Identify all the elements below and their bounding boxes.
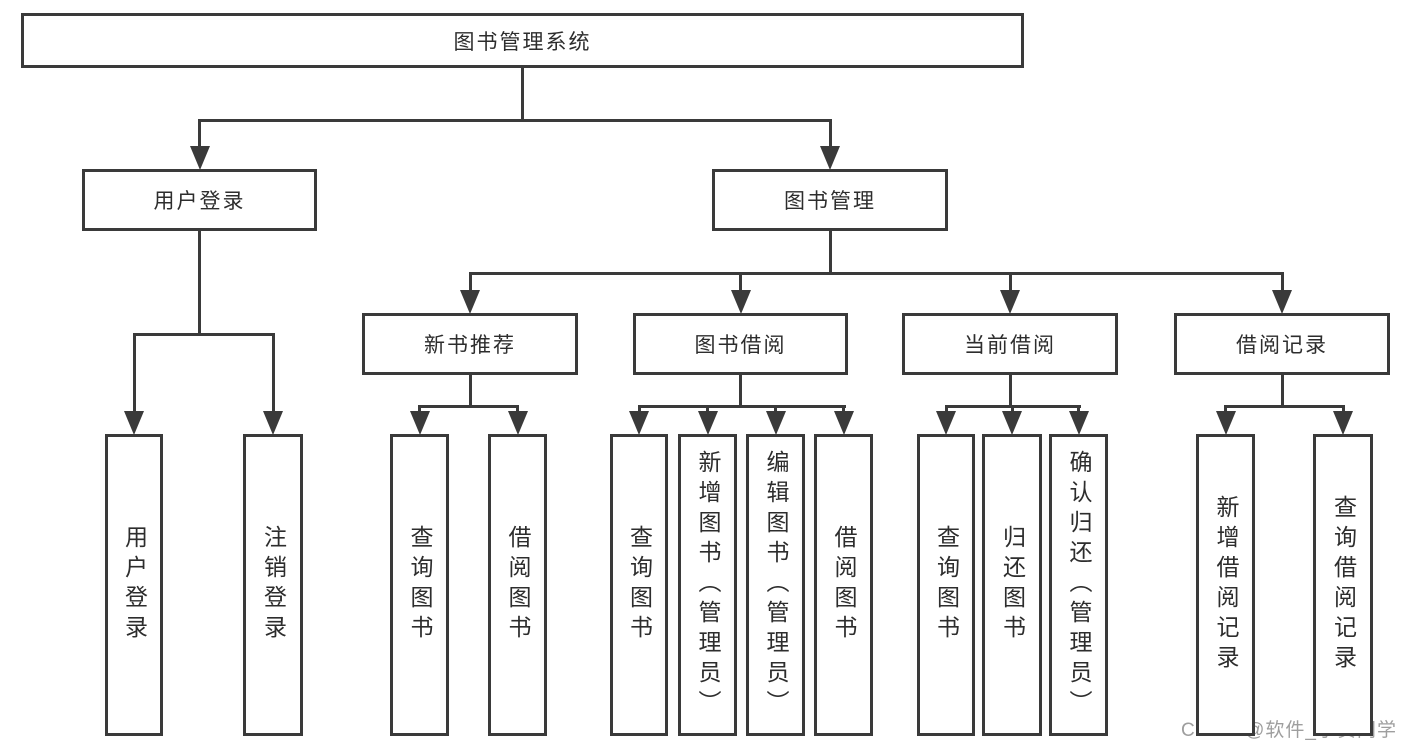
node-borrowing-records: 借阅记录 [1174,313,1390,375]
node-label: 借阅记录 [1236,334,1328,357]
node-leaf-query-books: 查询图书 [610,434,668,736]
arrowhead-down-icon [190,146,210,170]
connector-line [198,231,201,333]
connector-line [133,333,275,336]
connector-line [521,68,524,119]
node-label: 注销登录 [260,525,287,645]
arrowhead-down-icon [698,411,718,435]
node-label: 编辑图书（管理员） [763,450,789,720]
arrowhead-down-icon [1272,290,1292,314]
connector-line [829,231,832,272]
arrowhead-down-icon [124,411,144,435]
node-label: 图书管理 [784,190,876,213]
node-label: 查询图书 [626,525,653,645]
arrowhead-down-icon [766,411,786,435]
arrowhead-down-icon [936,411,956,435]
connector-line [739,375,742,405]
node-leaf-add-borrow-record: 新增借阅记录 [1196,434,1255,736]
node-label: 新增借阅记录 [1213,495,1239,675]
node-leaf-return-book: 归还图书 [982,434,1042,736]
arrowhead-down-icon [410,411,430,435]
connector-line [1077,405,1080,414]
node-leaf-borrow-books: 借阅图书 [488,434,547,736]
arrowhead-down-icon [820,146,840,170]
connector-line [133,333,136,414]
arrowhead-down-icon [1069,411,1089,435]
connector-line [1009,375,1012,405]
node-label: 查询图书 [933,525,960,645]
node-new-book-recommendation: 新书推荐 [362,313,578,375]
connector-line [829,119,832,149]
node-label: 新增图书（管理员） [695,450,721,720]
arrowhead-down-icon [1333,411,1353,435]
connector-line [1011,405,1014,414]
node-leaf-query-books: 查询图书 [917,434,975,736]
connector-line [1224,405,1227,414]
arrowhead-down-icon [263,411,283,435]
arrowhead-down-icon [1000,290,1020,314]
connector-line [1281,375,1284,405]
arrowhead-down-icon [460,290,480,314]
node-leaf-add-book-admin: 新增图书（管理员） [678,434,737,736]
connector-line [1342,405,1345,414]
node-label: 图书管理系统 [453,30,592,54]
node-current-borrowing: 当前借阅 [902,313,1118,375]
node-leaf-query-books: 查询图书 [390,434,449,736]
node-book-management: 图书管理 [712,169,948,231]
node-label: 新书推荐 [424,334,516,357]
node-label: 归还图书 [999,525,1026,645]
connector-line [638,405,641,414]
connector-line [272,333,275,414]
connector-line [469,375,472,405]
node-label: 用户登录 [121,525,148,645]
node-label: 当前借阅 [964,334,1056,357]
arrowhead-down-icon [834,411,854,435]
node-leaf-user-login: 用户登录 [105,434,163,736]
node-label: 图书借阅 [694,334,787,357]
connector-line [469,272,1284,275]
connector-line [706,405,709,414]
node-leaf-edit-book-admin: 编辑图书（管理员） [746,434,805,736]
connector-line [198,119,832,122]
node-label: 查询图书 [407,525,433,645]
node-leaf-borrow-books: 借阅图书 [814,434,873,736]
connector-line [198,119,201,149]
connector-line [469,272,472,293]
node-user-login: 用户登录 [82,169,317,231]
arrowhead-down-icon [1002,411,1022,435]
connector-line [1009,272,1012,293]
node-label: 确认归还（管理员） [1066,450,1092,720]
connector-line [1281,272,1284,293]
connector-line [774,405,777,414]
connector-line [418,405,421,414]
connector-line [638,405,846,408]
node-label: 借阅图书 [505,525,531,645]
node-library-management-system: 图书管理系统 [21,13,1024,68]
node-book-borrowing: 图书借阅 [633,313,848,375]
node-leaf-query-borrow-record: 查询借阅记录 [1313,434,1373,736]
connector-line [945,405,948,414]
connector-line [418,405,519,408]
node-label: 用户登录 [153,190,246,213]
arrowhead-down-icon [508,411,528,435]
node-label: 查询借阅记录 [1330,495,1357,675]
arrowhead-down-icon [731,290,751,314]
connector-line [1224,405,1345,408]
node-leaf-confirm-return-admin: 确认归还（管理员） [1049,434,1108,736]
connector-line [739,272,742,293]
node-label: 借阅图书 [831,525,857,645]
connector-line [516,405,519,414]
connector-line [842,405,845,414]
node-leaf-logout: 注销登录 [243,434,303,736]
arrowhead-down-icon [629,411,649,435]
arrowhead-down-icon [1216,411,1236,435]
